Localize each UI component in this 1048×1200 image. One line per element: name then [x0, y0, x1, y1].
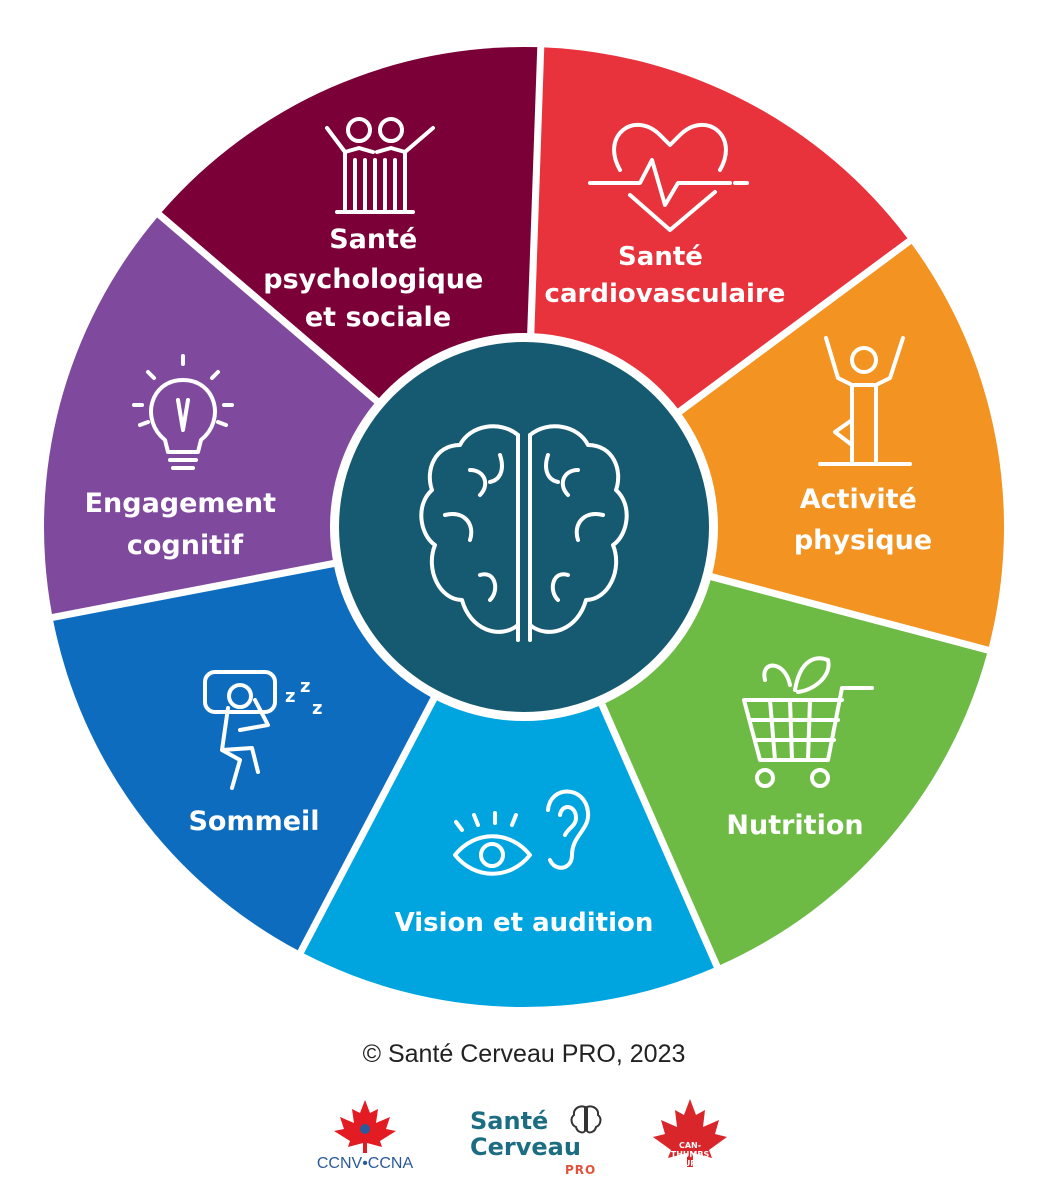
segment-label-vision: Vision et audition: [395, 908, 654, 938]
svg-text:z: z: [312, 698, 322, 719]
brain-icon: [419, 424, 629, 642]
can-thumbs-up-text: CAN-THUMBS UP: [670, 1141, 710, 1168]
can-thumbs-up-logo: CAN-THUMBS UP: [645, 1095, 735, 1190]
sante-cerveau-pro-logo: Santé Cerveau PRO: [465, 1095, 625, 1190]
logo-word-cerveau: Cerveau: [470, 1133, 581, 1161]
health-wheel-diagram: Santé psychologique et sociale Santé car…: [43, 47, 1005, 1008]
eye-ear-icon: [453, 789, 591, 876]
small-brain-icon: [570, 1105, 602, 1134]
svg-text:z: z: [300, 676, 310, 697]
partner-logos: CCNV•CCNA Santé Cerveau PRO CAN-THUMBS U…: [0, 1095, 1048, 1195]
ccnv-logo-text: CCNV•CCNA: [316, 1155, 414, 1172]
copyright-notice: © Santé Cerveau PRO, 2023: [362, 1040, 686, 1068]
red-maple-leaf-icon: [653, 1099, 727, 1167]
segment-label-activity: Activité physique: [794, 484, 932, 556]
logo-word-sante: Santé: [470, 1107, 549, 1135]
svg-text:z: z: [285, 686, 295, 707]
segment-label-cardio: Santé cardiovasculaire: [545, 242, 786, 309]
sleeping-person-icon: z z z: [203, 670, 322, 790]
segment-label-nutrition: Nutrition: [726, 810, 863, 841]
shopping-cart-icon: [742, 656, 874, 788]
segment-label-psych: Santé psychologique et sociale: [263, 224, 492, 333]
segment-label-sleep: Sommeil: [188, 806, 319, 837]
ccnv-logo: CCNV•CCNA: [300, 1095, 430, 1190]
heart-pulse-icon: [588, 122, 749, 232]
segment-vision: [303, 535, 714, 1008]
maple-leaf-icon: [334, 1100, 396, 1153]
logo-word-pro: PRO: [565, 1163, 597, 1177]
center-disc: [339, 342, 709, 712]
lightbulb-icon: [132, 354, 234, 470]
segment-label-cognitive: Engagement cognitif: [85, 488, 286, 561]
yoga-pose-icon: [818, 336, 912, 466]
people-icon: [325, 117, 435, 214]
